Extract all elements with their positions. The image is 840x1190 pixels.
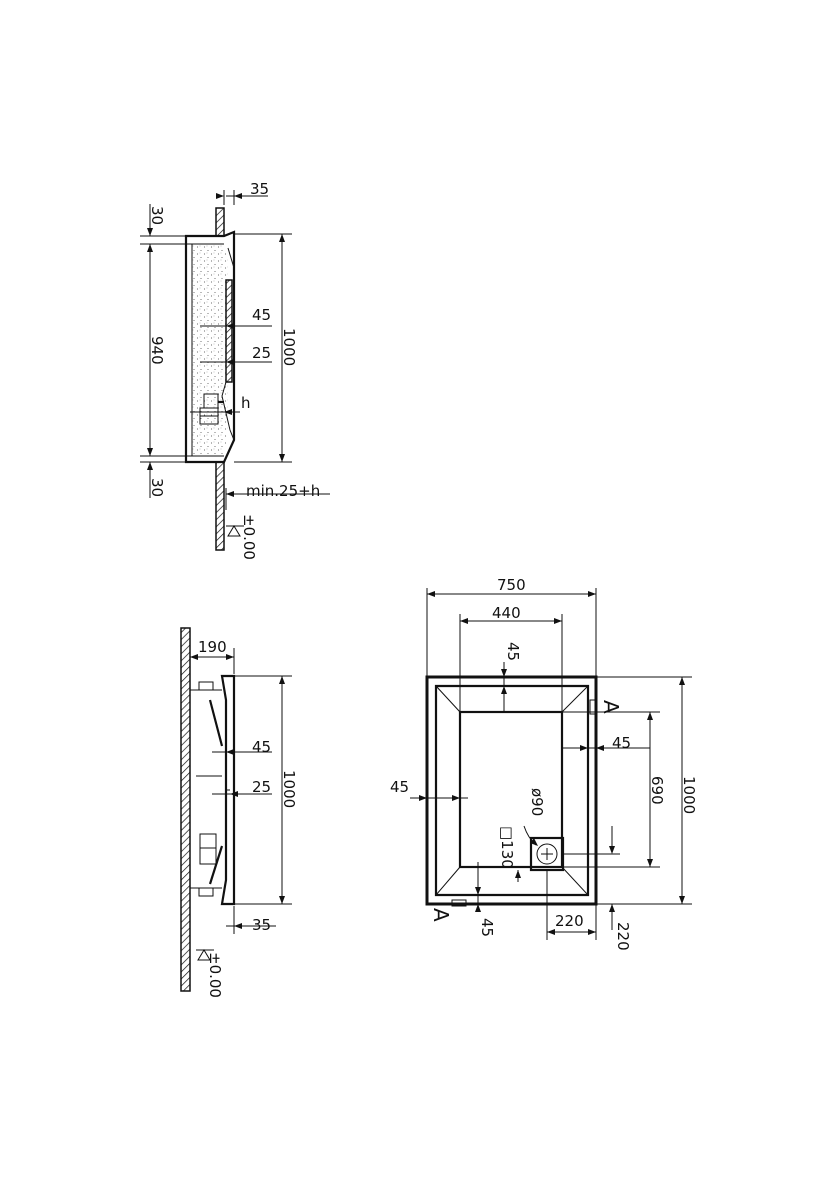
lower-wall-strip [215, 461, 225, 551]
dim-section-h: h [241, 394, 251, 412]
dim-plan-right-rim: 45 [612, 734, 631, 752]
dim-side-45: 45 [252, 738, 271, 756]
dim-plan-top-rim: 45 [504, 642, 522, 661]
plan-basin [458, 710, 564, 869]
dim-plan-inner-width: 440 [492, 604, 521, 622]
plan-outer-rim [425, 675, 598, 906]
plan-view: 750 440 45 45 45 690 1000 ø90 □ [390, 576, 698, 951]
dim-side-total-height: 1000 [280, 770, 298, 808]
label-drain-diameter: ø90 [528, 788, 546, 816]
section-view: 35 30 940 30 1000 45 25 h min. [140, 180, 330, 560]
dim-plan-bottom-rim: 45 [478, 918, 496, 937]
drain-circle [536, 843, 558, 865]
section-mark-top: A [599, 700, 623, 714]
dim-section-top-offset: 30 [148, 206, 166, 225]
label-drain-square: □130 [498, 826, 516, 869]
dim-section-depth-25: 25 [252, 344, 271, 362]
upper-wall-strip [215, 207, 225, 237]
side-wall [180, 627, 191, 992]
floor-level-side: ±0.00 [206, 952, 224, 998]
dim-section-total-height: 1000 [280, 328, 298, 366]
side-view: 190 45 25 1000 35 ±0.00 [180, 627, 298, 998]
dim-plan-inner-height: 690 [648, 776, 666, 805]
section-mark-bottom: A [429, 908, 453, 922]
tray-surface [225, 279, 233, 383]
dim-plan-drain-y: 220 [614, 922, 632, 951]
dim-side-25: 25 [252, 778, 271, 796]
section-drain [199, 393, 224, 425]
dim-section-depth-45: 45 [252, 306, 271, 324]
side-drain [196, 775, 222, 865]
dim-section-top-lip: 35 [250, 180, 269, 198]
dim-plan-left-rim: 45 [390, 778, 409, 796]
floor-level-section: ±0.00 [240, 514, 258, 560]
dim-section-min-clearance: min.25+h [246, 482, 320, 500]
side-support-lower [190, 845, 224, 897]
dim-section-bottom-offset: 30 [148, 478, 166, 497]
dim-side-depth: 190 [198, 638, 227, 656]
dim-plan-drain-x: 220 [555, 912, 584, 930]
dim-plan-total-height: 1000 [680, 776, 698, 814]
dim-side-lip: 35 [252, 916, 271, 934]
dim-plan-width: 750 [497, 576, 526, 594]
side-support-upper [190, 681, 224, 747]
dim-section-inner-height: 940 [148, 336, 166, 365]
